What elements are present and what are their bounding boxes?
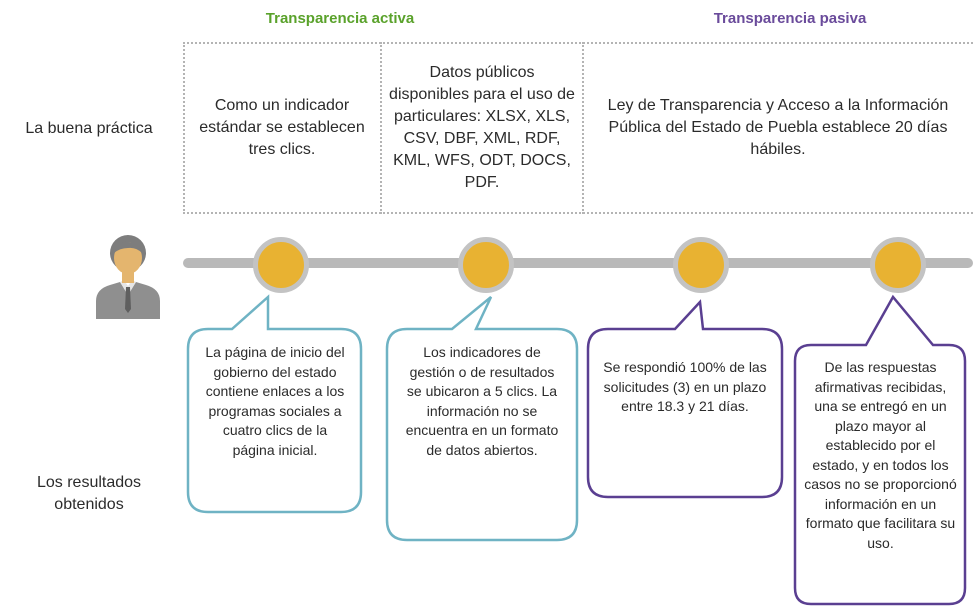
timeline-node-2: [458, 237, 514, 293]
timeline-node-3: [673, 237, 729, 293]
practice-formats-text: Datos públicos disponibles para el uso d…: [389, 64, 575, 191]
practice-divider-left: [183, 42, 185, 214]
practice-divider-mid: [380, 42, 382, 214]
timeline-node-1: [253, 237, 309, 293]
result-2-text: Los indicadores de gestión o de resultad…: [405, 344, 559, 458]
practice-divider-right: [582, 42, 584, 214]
callout-2-shape: [385, 296, 579, 542]
row-label-results: Los resultados obtenidos: [0, 472, 178, 516]
timeline-bar: [183, 258, 973, 268]
practice-indicator-text: Como un indicador estándar se establecen…: [199, 97, 365, 158]
row-label-results-line1: Los resultados: [36, 474, 142, 491]
practice-frame: [183, 42, 973, 214]
row-label-practice: La buena práctica: [25, 120, 153, 137]
result-4-text: De las respuestas afirmativas recibidas,…: [804, 359, 957, 551]
header-transparencia-activa: Transparencia activa: [265, 10, 415, 27]
row-label-results-line2: obtenidos: [54, 496, 124, 513]
callout-4-shape: [793, 294, 967, 606]
result-1-text: La página de inicio del gobierno del est…: [205, 344, 345, 458]
header-transparencia-pasiva: Transparencia pasiva: [713, 10, 867, 27]
callout-3-shape: [586, 299, 784, 499]
businessman-icon: [96, 235, 160, 319]
result-3-text: Se respondió 100% de las solicitudes (3)…: [603, 359, 767, 414]
callout-1-shape: [186, 294, 363, 514]
practice-law-text: Ley de Transparencia y Acceso a la Infor…: [607, 97, 949, 158]
timeline-node-4: [870, 237, 926, 293]
